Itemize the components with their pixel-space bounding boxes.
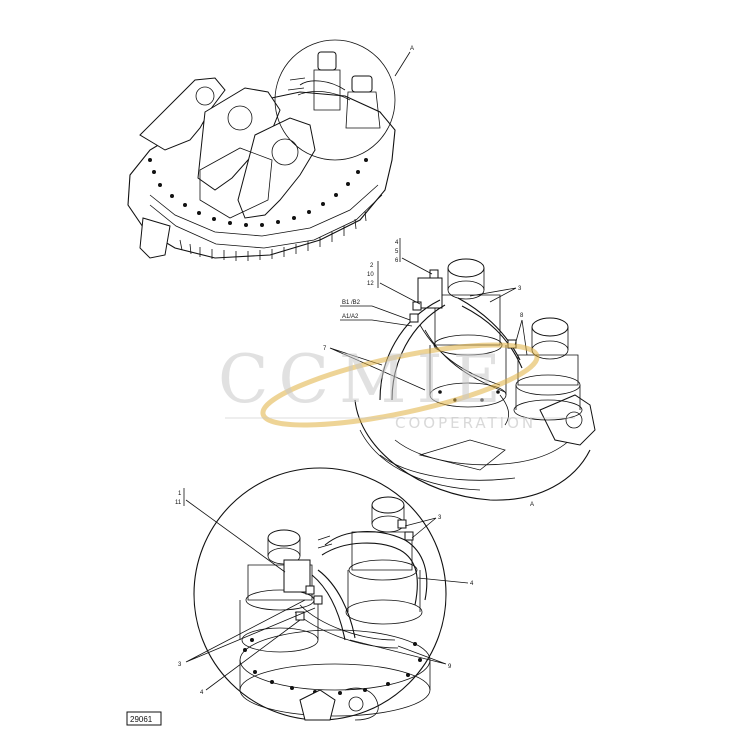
hydraulic-motor-bottom-left <box>239 529 319 653</box>
hydraulic-motor-bottom-right <box>345 496 423 625</box>
watermark-main: CCMIE <box>218 341 511 418</box>
callout-a1a2: A1/A2 <box>342 314 359 320</box>
callout-4-top: 4 <box>395 240 399 246</box>
hydraulic-motor-left <box>417 258 507 408</box>
flange-bolts <box>243 638 422 695</box>
callout-11: 11 <box>175 500 182 506</box>
callout-a-top: A <box>410 46 414 52</box>
detail-bottom-view: 1 11 3 4 3 4 9 <box>175 467 474 721</box>
callout-4-low-right: 4 <box>470 581 474 587</box>
bolt-ring <box>148 158 368 227</box>
leader-a-top <box>394 51 411 77</box>
detail-a-circle <box>274 39 396 161</box>
callout-3-low-left: 3 <box>178 662 182 668</box>
gear-ring-teeth <box>179 210 367 261</box>
callout-3-mid: 3 <box>518 286 522 292</box>
callout-4-low-left: 4 <box>200 690 204 696</box>
callout-6-top: 6 <box>395 258 399 264</box>
detail-bottom-circle <box>193 467 447 721</box>
callout-2: 2 <box>370 263 374 269</box>
callout-10: 10 <box>367 272 374 278</box>
callout-7: 7 <box>323 346 327 352</box>
callout-3-low-top: 3 <box>438 515 442 521</box>
hydraulic-hoses-mid <box>379 297 523 426</box>
callout-12: 12 <box>367 281 374 287</box>
watermark: CCMIE COOPERATION <box>218 341 575 432</box>
callout-8: 8 <box>520 313 524 319</box>
callout-b1b2: B1 /B2 <box>342 300 361 306</box>
figure-number: 29061 <box>130 715 153 724</box>
rotator-overview: A <box>127 39 414 261</box>
callout-1: 1 <box>178 491 182 497</box>
callout-a-mid: A <box>530 502 534 508</box>
callout-9: 9 <box>448 664 452 670</box>
detail-a-arc <box>354 399 591 501</box>
watermark-sub: COOPERATION <box>395 414 536 432</box>
callout-5-top: 5 <box>395 249 399 255</box>
figure-number-box <box>126 711 162 726</box>
